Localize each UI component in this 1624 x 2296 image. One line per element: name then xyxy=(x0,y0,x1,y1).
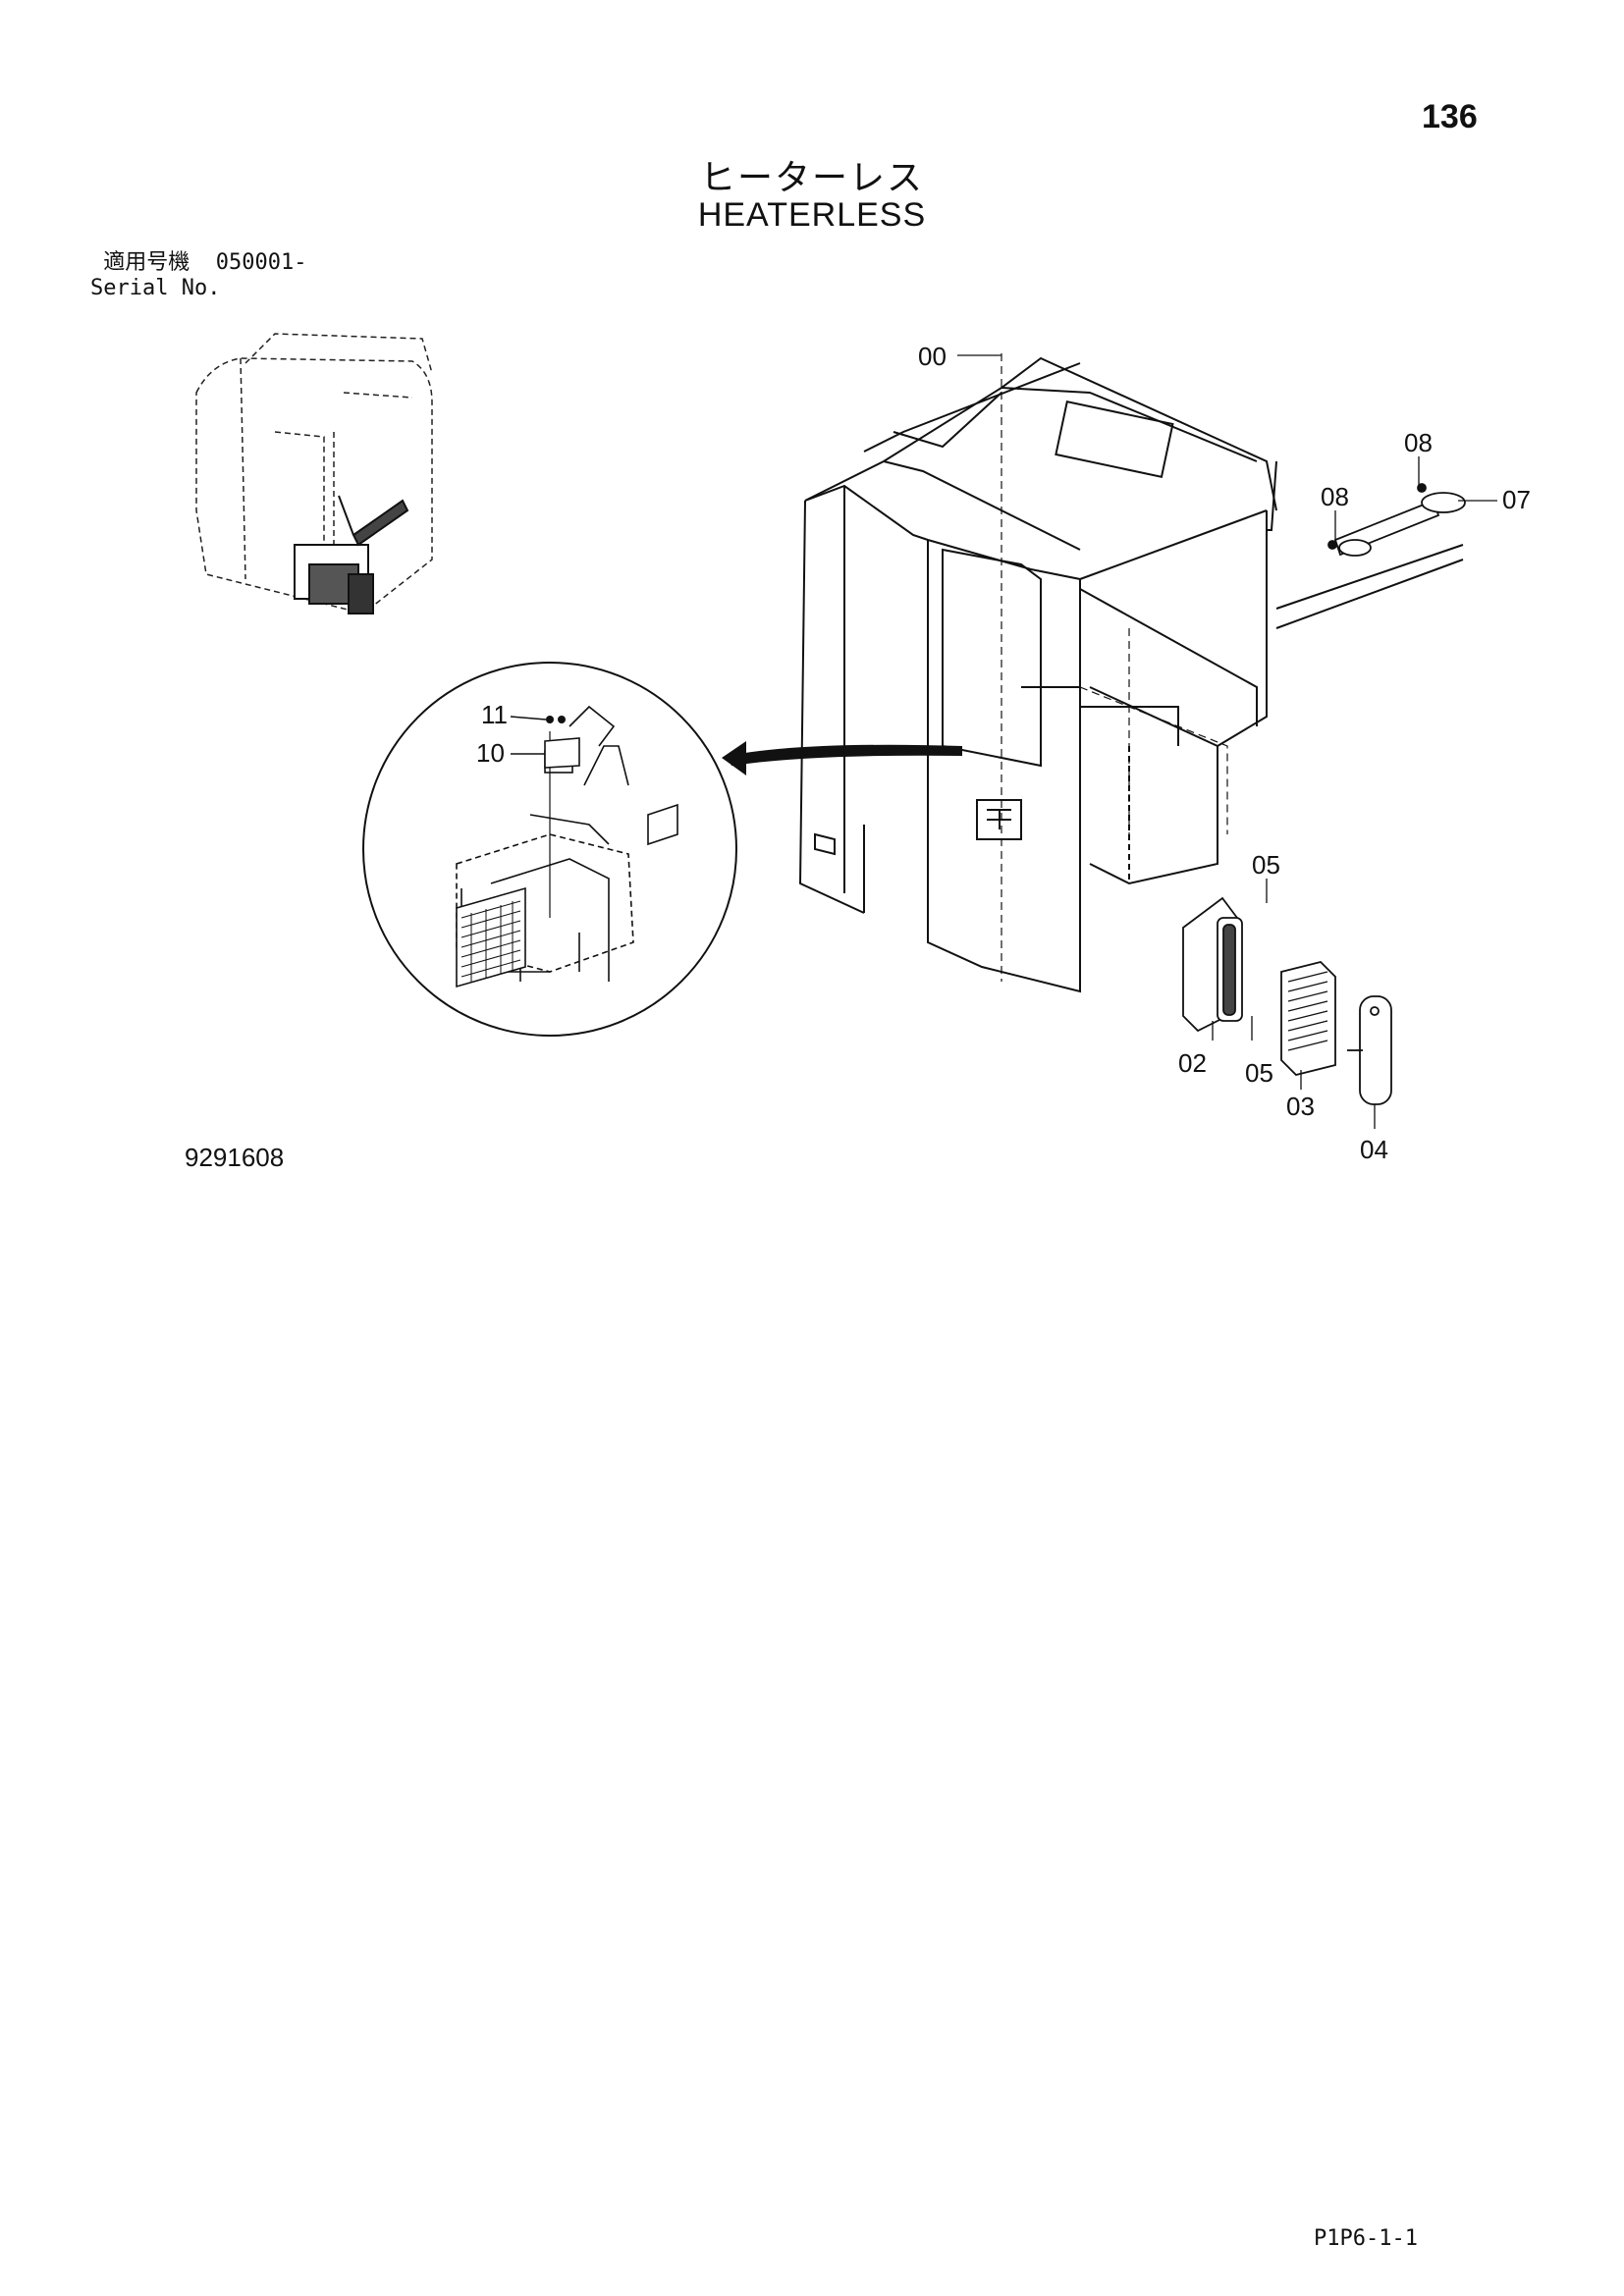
grille-part xyxy=(1280,961,1336,1076)
reference-cab-thumbnail xyxy=(195,333,433,614)
serial-line-jp: 適用号機 050001- xyxy=(90,250,306,276)
callout-05-lower: 05 xyxy=(1245,1058,1273,1088)
arm-bracket xyxy=(1327,483,1466,557)
callout-07: 07 xyxy=(1502,485,1531,514)
detail-grille xyxy=(456,886,526,988)
callout-08-upper: 08 xyxy=(1404,428,1433,457)
main-cab-frame xyxy=(798,356,1464,993)
callout-leaders xyxy=(957,354,1497,1129)
serial-label-jp: 適用号機 xyxy=(103,250,190,275)
callout-03: 03 xyxy=(1286,1092,1315,1121)
callout-00: 00 xyxy=(918,342,947,371)
detail-circle xyxy=(362,662,737,1037)
duct-part xyxy=(1182,896,1243,1033)
cover-part xyxy=(1347,995,1392,1105)
callout-02: 02 xyxy=(1178,1048,1207,1078)
callout-04: 04 xyxy=(1360,1135,1388,1164)
callout-11: 11 xyxy=(481,700,508,729)
page-number: 136 xyxy=(1422,98,1478,135)
reference-cab-control-unit xyxy=(294,495,409,614)
callout-05-upper: 05 xyxy=(1252,850,1280,880)
callout-08-lower: 08 xyxy=(1321,482,1349,511)
serial-range: 050001- xyxy=(215,250,307,275)
serial-label-en: Serial No. xyxy=(90,276,221,300)
drawing-code: 9291608 xyxy=(185,1143,285,1172)
footer-code: P1P6-1-1 xyxy=(1314,2226,1418,2251)
page-title-japanese: ヒーターレス xyxy=(699,158,924,198)
serial-info: 適用号機 050001- Serial No. xyxy=(90,250,306,301)
callout-10: 10 xyxy=(476,738,505,768)
page-title-english: HEATERLESS xyxy=(697,196,927,234)
